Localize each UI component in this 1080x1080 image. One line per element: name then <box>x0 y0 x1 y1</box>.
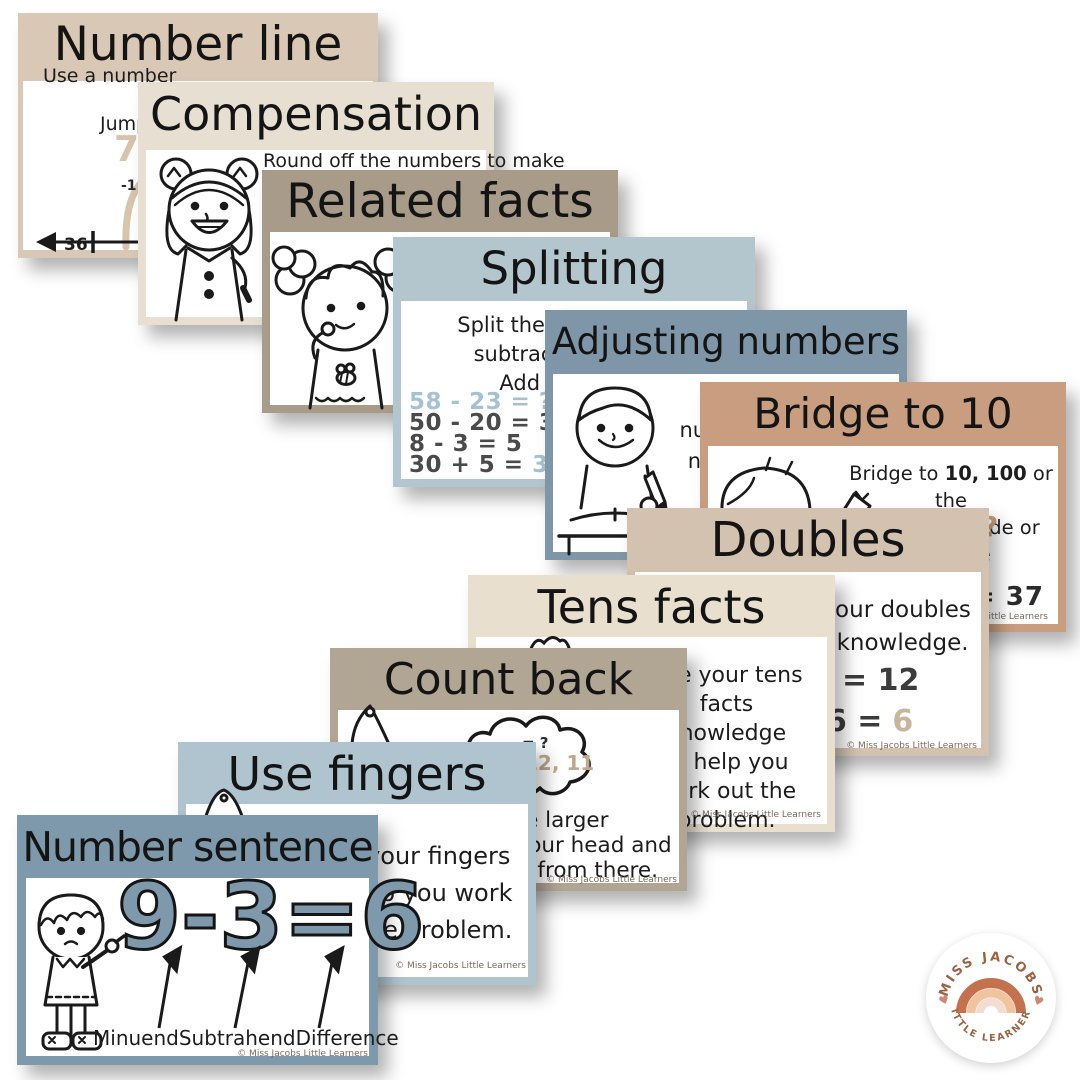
copyright-text: © Miss Jacobs Little Learners <box>690 810 821 820</box>
compensation-text-1: Round off the numbers to make <box>263 150 565 172</box>
poster-title-doubles: Doubles <box>710 512 906 568</box>
poster-title-bridge-to-10: Bridge to 10 <box>753 389 1013 438</box>
poster-title-count-back: Count back <box>383 654 634 705</box>
splitting-eq-3: 8 - 3 = 5 <box>409 431 523 457</box>
logo-heart-right-icon: ♥ <box>1031 993 1046 1010</box>
jump-label: -1 <box>121 178 137 194</box>
number-sentence-labels: Minuend Subtrahend Difference <box>93 1026 399 1050</box>
label-difference: Difference <box>295 1026 399 1050</box>
rainbow-middle-arc <box>966 988 1016 1014</box>
copyright-text: © Miss Jacobs Little Learners <box>546 875 677 885</box>
boy-writing-illustration <box>557 386 689 556</box>
number-line-accent-seven: 7 <box>114 129 140 170</box>
splitting-eq-2: 50 - 20 = 30 <box>409 410 572 436</box>
copyright-text: © Miss Jacobs Little Learners <box>846 741 977 751</box>
tens-facts-line-5: problem. <box>677 808 776 833</box>
bridge-text-1: Bridge to 10, 100 or the <box>849 462 1053 512</box>
splitting-eq-1: 58 - 23 = ? <box>409 389 553 415</box>
doubles-eq2-accent: 6 <box>892 704 914 739</box>
poster-title-related-facts: Related facts <box>286 174 594 229</box>
poster-title-tens-facts: Tens facts <box>537 580 766 634</box>
girl-with-bear-ears-illustration <box>159 157 259 322</box>
number-line-text-1: Use a number <box>43 65 177 87</box>
equals-sign: = <box>282 863 362 970</box>
girl-hair-tip-graphic <box>350 704 390 746</box>
rainbow-outer-arc <box>956 978 1026 1014</box>
poster-title-adjusting-numbers: Adjusting numbers <box>551 320 901 363</box>
kid-head-tip-graphic <box>204 788 244 818</box>
minus-sign: - <box>180 863 221 970</box>
label-subtrahend: Subtrahend <box>178 1026 296 1050</box>
rainbow-inner-arc <box>976 998 1006 1014</box>
splitting-equations: 58 - 23 = ? 50 - 20 = 30 8 - 3 = 5 30 + … <box>409 389 572 477</box>
poster-title-splitting: Splitting <box>480 242 668 295</box>
label-minuend: Minuend <box>93 1026 179 1050</box>
number-line-text-2: Jump <box>100 113 149 135</box>
logo-graphic: MISS JACOBS LITTLE LEARNERS ♥ ♥ <box>922 925 1046 1044</box>
axis-tick-label: 36 <box>64 235 88 255</box>
difference-digit: 6 <box>359 863 426 970</box>
copyright-text: © Miss Jacobs Little Learners <box>237 1049 368 1059</box>
miss-jacobs-logo-badge: MISS JACOBS LITTLE LEARNERS ♥ ♥ <box>922 925 1056 1063</box>
copyright-text: © Miss Jacobs Little Learners <box>395 961 526 971</box>
pointing-boy-illustration <box>37 893 126 1051</box>
poster-number-sentence: Number sentence 9 - 3 <box>17 815 426 1065</box>
poster-title-use-fingers: Use fingers <box>227 747 487 801</box>
poster-title-number-sentence: Number sentence <box>22 823 373 871</box>
bridge-bold-numbers: 10, 100 <box>944 462 1027 485</box>
poster-title-compensation: Compensation <box>150 87 482 141</box>
poster-title-number-line: Number line <box>53 17 343 72</box>
equation-arrows-graphic <box>157 944 345 1029</box>
cloud-tip-graphic <box>528 636 572 653</box>
logo-heart-left-icon: ♥ <box>937 992 952 1009</box>
